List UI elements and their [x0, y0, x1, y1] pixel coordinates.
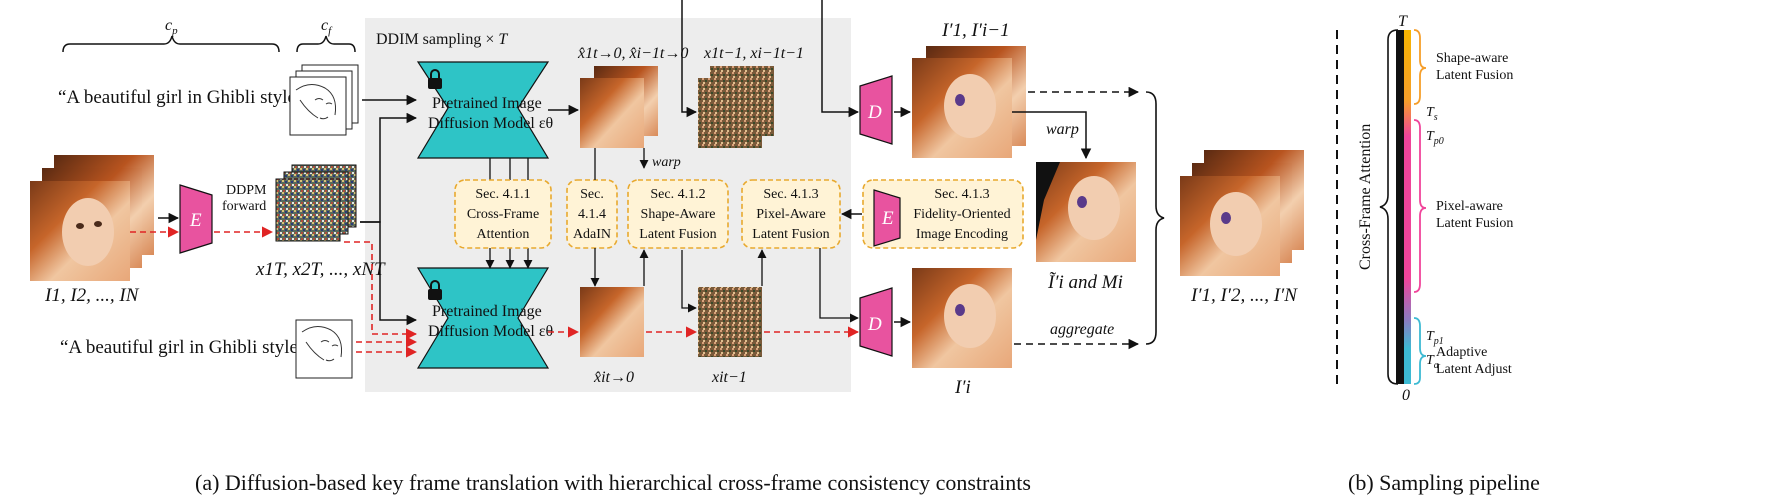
module-cross-frame-attention: Sec. 4.1.1 Cross-Frame Attention: [454, 179, 552, 249]
sketch-stack-top: [289, 64, 359, 136]
final-output-frames: [1180, 150, 1304, 276]
xt-bottom-label: xit−1: [711, 369, 747, 386]
prompt-top: “A beautiful girl in Ghibli style”,: [58, 87, 309, 108]
decoder-top: D: [859, 75, 893, 145]
warp-right: warp: [1046, 121, 1079, 138]
prompt-bottom: “A beautiful girl in Ghibli style”,: [60, 337, 311, 358]
decoder-bottom: D: [859, 287, 893, 357]
xt-bottom-image: [698, 287, 762, 357]
svg-text:D: D: [867, 314, 882, 335]
caption-right: (b) Sampling pipeline: [1348, 470, 1540, 495]
svg-text:Fidelity-Oriented: Fidelity-Oriented: [913, 207, 1010, 222]
diffusion-model-bottom: Pretrained Image Diffusion Model εθ: [416, 267, 553, 369]
stage-pixel-line1: Pixel-aware: [1436, 199, 1503, 214]
tick-T: T: [1398, 13, 1408, 30]
svg-text:E: E: [881, 208, 894, 229]
svg-text:Pixel-Aware: Pixel-Aware: [756, 207, 825, 222]
input-frames: [30, 155, 154, 281]
svg-text:Attention: Attention: [477, 227, 530, 242]
x0-top-images: [580, 66, 658, 148]
xt-top-images: [698, 66, 774, 148]
svg-text:Sec. 4.1.2: Sec. 4.1.2: [650, 187, 705, 202]
svg-text:Diffusion Model εθ: Diffusion Model εθ: [428, 115, 553, 132]
svg-text:Cross-Frame: Cross-Frame: [467, 207, 539, 222]
svg-text:4.1.4: 4.1.4: [578, 207, 606, 222]
brace-pixel: [1413, 119, 1427, 293]
svg-text:Latent Fusion: Latent Fusion: [639, 227, 716, 242]
ddim-label: DDIM sampling × T: [376, 31, 508, 48]
ddpm-line1: DDPM: [226, 183, 267, 198]
svg-text:Pretrained Image: Pretrained Image: [432, 303, 542, 320]
cp-brace: [62, 35, 280, 53]
inputs-label: I1, I2, ..., IN: [44, 285, 140, 306]
cf-label: cf: [321, 17, 333, 37]
brace-adaptive: [1413, 317, 1427, 385]
warped-image: [1036, 162, 1136, 262]
x0-top-label: x̂1t→0, x̂i−1t→0: [577, 45, 688, 62]
out-bottom-label: I′i: [954, 377, 971, 398]
noise-label: x1T, x2T, ..., xNT: [255, 259, 386, 280]
tick-tp1: Tp1: [1426, 329, 1444, 347]
cross-frame-attention-label: Cross-Frame Attention: [1357, 124, 1374, 270]
diffusion-model-top: Pretrained Image Diffusion Model εθ: [416, 61, 553, 159]
xt-top-label: x1t−1, xi−1t−1: [703, 45, 804, 62]
x0-bottom-image: [580, 287, 644, 357]
stage-shape-line1: Shape-aware: [1436, 51, 1508, 66]
svg-text:AdaIN: AdaIN: [573, 227, 611, 242]
tick-0: 0: [1402, 387, 1410, 404]
warped-label: Ĩ′i and Mi: [1047, 272, 1123, 293]
output-bottom-image: [912, 268, 1012, 368]
sketch-bottom: [295, 319, 353, 379]
svg-text:Latent Fusion: Latent Fusion: [752, 227, 829, 242]
svg-text:Diffusion Model εθ: Diffusion Model εθ: [428, 323, 553, 340]
svg-text:Shape-Aware: Shape-Aware: [641, 207, 716, 222]
output-top-images: [912, 46, 1026, 158]
cp-label: cp: [165, 17, 178, 37]
stage-shape-line2: Latent Fusion: [1436, 68, 1513, 83]
svg-text:D: D: [867, 102, 882, 123]
svg-text:Pretrained Image: Pretrained Image: [432, 95, 542, 112]
sampling-bar-color: [1404, 30, 1411, 384]
svg-text:Sec. 4.1.3: Sec. 4.1.3: [763, 187, 818, 202]
module-adain: Sec. 4.1.4 AdaIN: [566, 179, 618, 249]
svg-text:Sec. 4.1.1: Sec. 4.1.1: [475, 187, 530, 202]
sampling-bar-black: [1396, 30, 1404, 384]
cf-brace: [296, 35, 356, 53]
aggregate-label: aggregate: [1050, 321, 1114, 338]
tick-ta: Ta: [1426, 353, 1439, 371]
warp-small: warp: [652, 155, 681, 170]
tick-tp0: Tp0: [1426, 129, 1444, 147]
out-top-label: I′1, I′i−1: [941, 20, 1010, 41]
stage-adaptive-line2: Latent Adjust: [1436, 362, 1512, 377]
final-label: I′1, I′2, ..., I′N: [1190, 285, 1298, 306]
tick-ts: Ts: [1426, 105, 1438, 123]
svg-text:Image Encoding: Image Encoding: [916, 227, 1008, 242]
ddpm-line2: forward: [222, 199, 266, 214]
svg-text:E: E: [189, 210, 202, 231]
module-fidelity-encoding: E Sec. 4.1.3 Fidelity-Oriented Image Enc…: [862, 179, 1024, 249]
x0-bottom-label: x̂it→0: [593, 369, 634, 386]
brace-shape: [1413, 29, 1427, 105]
module-pixel-aware-fusion: Sec. 4.1.3 Pixel-Aware Latent Fusion: [741, 179, 841, 249]
noise-latents: [275, 164, 357, 242]
cfa-brace: [1379, 29, 1399, 385]
module-shape-aware-fusion: Sec. 4.1.2 Shape-Aware Latent Fusion: [627, 179, 729, 249]
stage-pixel-line2: Latent Fusion: [1436, 216, 1513, 231]
caption-left: (a) Diffusion-based key frame translatio…: [195, 470, 1031, 495]
svg-text:Sec. 4.1.3: Sec. 4.1.3: [934, 187, 989, 202]
aggregate-brace: [1145, 91, 1165, 345]
stage-adaptive-line1: Adaptive: [1436, 345, 1487, 360]
encoder-left: E: [179, 184, 213, 254]
svg-text:Sec.: Sec.: [580, 187, 604, 202]
